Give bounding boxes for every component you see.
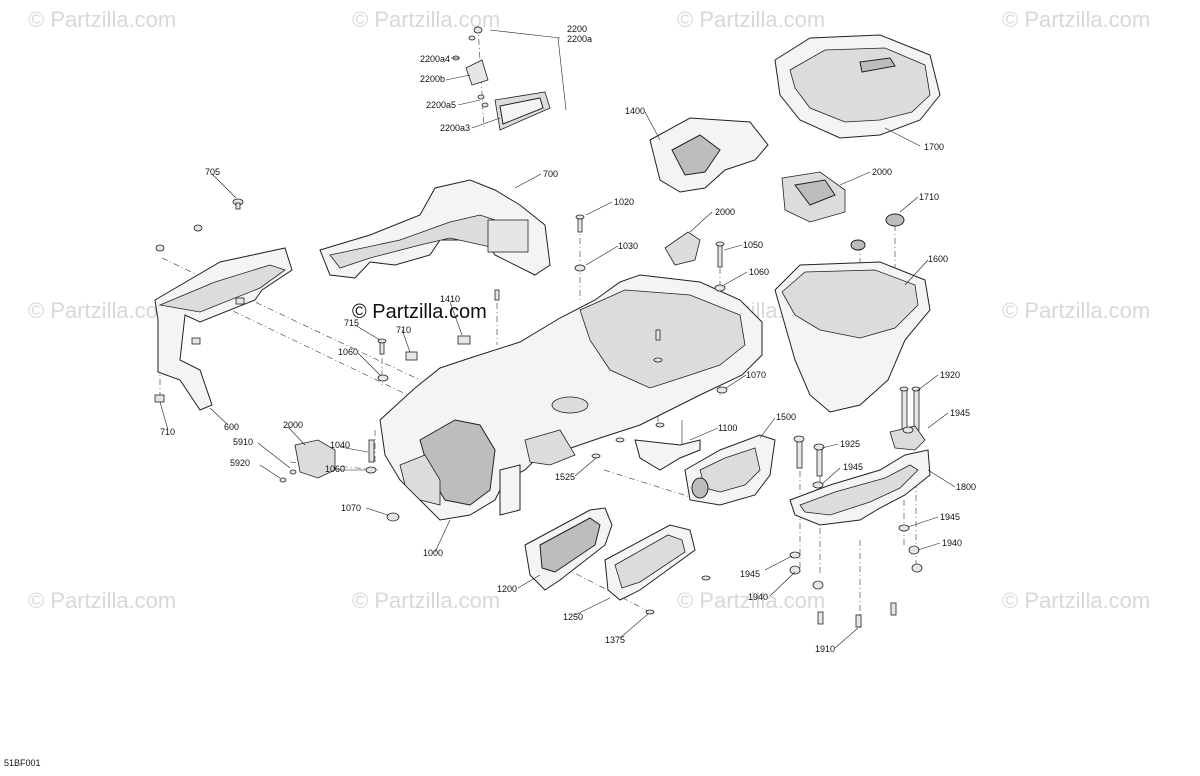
callout-1600: 1600: [928, 254, 948, 264]
part-2000-left-bracket: [294, 439, 336, 479]
part-710-mid-clip: [405, 351, 418, 361]
part-1100-bracket: [634, 420, 701, 471]
watermark-text: © Partzilla.com: [1002, 588, 1150, 613]
callout-1700: 1700: [924, 142, 944, 152]
watermark-text: © Partzilla.com: [28, 7, 176, 32]
watermark-text: © Partzilla.com: [28, 298, 176, 323]
watermark-text: © Partzilla.com: [677, 588, 825, 613]
callout-2000-left: 2000: [283, 420, 303, 430]
callout-1940-a: 1940: [942, 538, 962, 548]
callout-1060-mid: 1060: [749, 267, 769, 277]
part-1600-storage-box: [774, 261, 931, 413]
callout-1800: 1800: [956, 482, 976, 492]
callout-710-mid: 710: [396, 325, 411, 335]
callout-700: 700: [543, 169, 558, 179]
part-1410-clip: [457, 335, 471, 345]
callout-1945-c: 1945: [940, 512, 960, 522]
part-1020-screw: [574, 214, 586, 272]
callout-1500: 1500: [776, 412, 796, 422]
part-710-clip: [154, 394, 165, 403]
part-1800-rack: [789, 425, 931, 526]
part-1525-screw: [591, 437, 625, 459]
callout-1000: 1000: [423, 548, 443, 558]
callout-600: 600: [224, 422, 239, 432]
callout-1710: 1710: [919, 192, 939, 202]
part-2000-top-latch: [781, 171, 846, 223]
callout-1410: 1410: [440, 294, 460, 304]
part-1050-screw: [714, 241, 726, 292]
callout-2000-mid: 2000: [715, 207, 735, 217]
diagram-code: 51BF001: [4, 758, 41, 768]
callout-1945-d: 1945: [740, 569, 760, 579]
callout-labels: 2200 2200a 2200a4 2200b 2200a5 2200a3 14…: [160, 24, 976, 654]
part-1070-nut: [386, 512, 400, 522]
callout-2200a3: 2200a3: [440, 123, 470, 133]
part-700-bracket: [319, 179, 551, 279]
part-1940-nut: [789, 545, 923, 590]
callout-1060-left: 1060: [338, 347, 358, 357]
callout-705: 705: [205, 167, 220, 177]
callout-2200a: 2200a: [567, 34, 592, 44]
callout-1945-b: 1945: [843, 462, 863, 472]
callout-710-left: 710: [160, 427, 175, 437]
callout-1925: 1925: [840, 439, 860, 449]
part-1910-bolt: [817, 602, 897, 628]
part-1200-housing: [524, 507, 613, 591]
part-1000-rear-frame: [379, 274, 763, 521]
watermark-text: © Partzilla.com: [1002, 7, 1150, 32]
callout-1945-a: 1945: [950, 408, 970, 418]
part-1920-bolt: [899, 386, 921, 431]
center-watermark: © Partzilla.com: [352, 301, 487, 323]
callout-1060-low: 1060: [325, 464, 345, 474]
part-1040-bolt: [365, 439, 377, 474]
part-1945-washer: [789, 426, 914, 559]
callout-1040: 1040: [330, 440, 350, 450]
part-1710-grommet: [850, 213, 905, 251]
part-1925-bolt: [793, 435, 825, 477]
part-1250-gasket: [604, 524, 696, 601]
callout-5910: 5910: [233, 437, 253, 447]
callout-715: 715: [344, 318, 359, 328]
callout-1100: 1100: [718, 423, 737, 433]
callout-1020: 1020: [614, 197, 634, 207]
leader-lines: [159, 29, 956, 649]
part-5920-screw: [279, 469, 297, 483]
callout-2200a5: 2200a5: [426, 100, 456, 110]
callout-1920: 1920: [940, 370, 960, 380]
callout-2000-top: 2000: [872, 167, 892, 177]
part-1400-cover: [649, 117, 769, 193]
watermark-text: © Partzilla.com: [352, 588, 500, 613]
watermark-text: © Partzilla.com: [677, 7, 825, 32]
callout-2200a4: 2200a4: [420, 54, 450, 64]
callout-2200b: 2200b: [420, 74, 445, 84]
callout-5920: 5920: [230, 458, 250, 468]
callout-1200: 1200: [497, 584, 517, 594]
part-1070-mid-nut: [716, 386, 728, 394]
part-1500-panel: [684, 434, 776, 506]
callout-1250: 1250: [563, 612, 583, 622]
callout-1070-left: 1070: [341, 503, 361, 513]
watermark-text: © Partzilla.com: [28, 588, 176, 613]
callout-2200: 2200: [567, 24, 587, 34]
part-1375-screw: [645, 575, 711, 615]
part-1700-lid: [774, 34, 941, 139]
callout-1910: 1910: [815, 644, 835, 654]
part-705-screw: [232, 198, 244, 210]
callout-1070-mid: 1070: [746, 370, 766, 380]
part-2200-light: [452, 26, 551, 131]
part-misc-fasteners: [494, 289, 665, 428]
part-2000-mid-latch: [664, 231, 701, 266]
callout-1050: 1050: [743, 240, 763, 250]
part-600-bracket: [154, 224, 293, 411]
callout-1400: 1400: [625, 106, 645, 116]
callout-1375: 1375: [605, 635, 625, 645]
callout-1940-b: 1940: [748, 592, 768, 602]
callout-1525: 1525: [555, 472, 575, 482]
watermark-text: © Partzilla.com: [1002, 298, 1150, 323]
callout-1030: 1030: [618, 241, 638, 251]
